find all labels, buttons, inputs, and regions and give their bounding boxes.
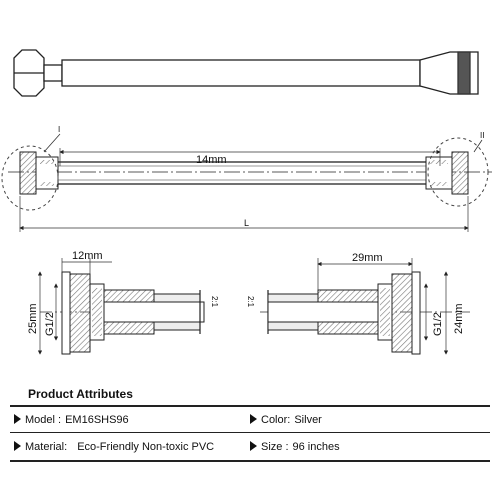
hose-body xyxy=(61,59,421,87)
hose-profile-view xyxy=(13,49,479,97)
detail-marker-right: II xyxy=(480,131,484,140)
color-label: Color: xyxy=(261,414,291,426)
thread-left-label: G1/2 xyxy=(44,312,56,336)
color-cell: Color:Silver xyxy=(250,414,322,426)
detail-right-fitting xyxy=(260,258,470,355)
material-cell: Material: Eco-Friendly Non-toxic PVC xyxy=(14,441,214,453)
size-cell: Size :96 inches xyxy=(250,441,340,453)
attributes-row-2: Material: Eco-Friendly Non-toxic PVC Size… xyxy=(10,438,490,458)
detail-marker-left: I xyxy=(58,125,60,134)
detail-left-fitting xyxy=(37,258,205,355)
hose-technical-drawing: 14mm L I II 12mm 25mm G1/2 2:1 xyxy=(1,49,492,355)
bullet-triangle-icon xyxy=(14,441,21,451)
attributes-divider-top xyxy=(10,405,490,407)
model-label: Model : xyxy=(25,414,62,426)
bullet-triangle-icon xyxy=(250,441,257,451)
size-value: 96 inches xyxy=(292,441,340,453)
bullet-triangle-icon xyxy=(250,414,257,424)
attributes-divider-middle xyxy=(10,432,490,433)
height-left-label: 25mm xyxy=(27,303,39,334)
thread-right-label: G1/2 xyxy=(432,312,444,336)
nut-width-left-label: 12mm xyxy=(72,250,103,262)
detail-ratio-left: 2:1 xyxy=(210,296,219,308)
material-label: Material: xyxy=(25,441,68,453)
model-value: EM16SHS96 xyxy=(65,414,129,426)
size-label: Size : xyxy=(261,441,289,453)
material-value: Eco-Friendly Non-toxic PVC xyxy=(77,441,215,453)
attributes-divider-bottom xyxy=(10,460,490,462)
length-marker: L xyxy=(244,218,249,228)
nut-width-right-label: 29mm xyxy=(352,252,383,264)
attributes-title: Product Attributes xyxy=(28,387,133,401)
bullet-triangle-icon xyxy=(14,414,21,424)
attributes-row-1: Model :EM16SHS96 Color:Silver xyxy=(10,411,490,431)
height-right-label: 24mm xyxy=(453,303,465,334)
model-cell: Model :EM16SHS96 xyxy=(14,414,129,426)
nut-collar-left xyxy=(43,64,63,82)
ferrule-stripe xyxy=(457,51,471,95)
detail-ratio-right: 2:1 xyxy=(246,296,255,308)
hose-section-view xyxy=(1,133,492,232)
length-dimension-label: 14mm xyxy=(196,154,227,166)
color-value: Silver xyxy=(294,414,322,426)
